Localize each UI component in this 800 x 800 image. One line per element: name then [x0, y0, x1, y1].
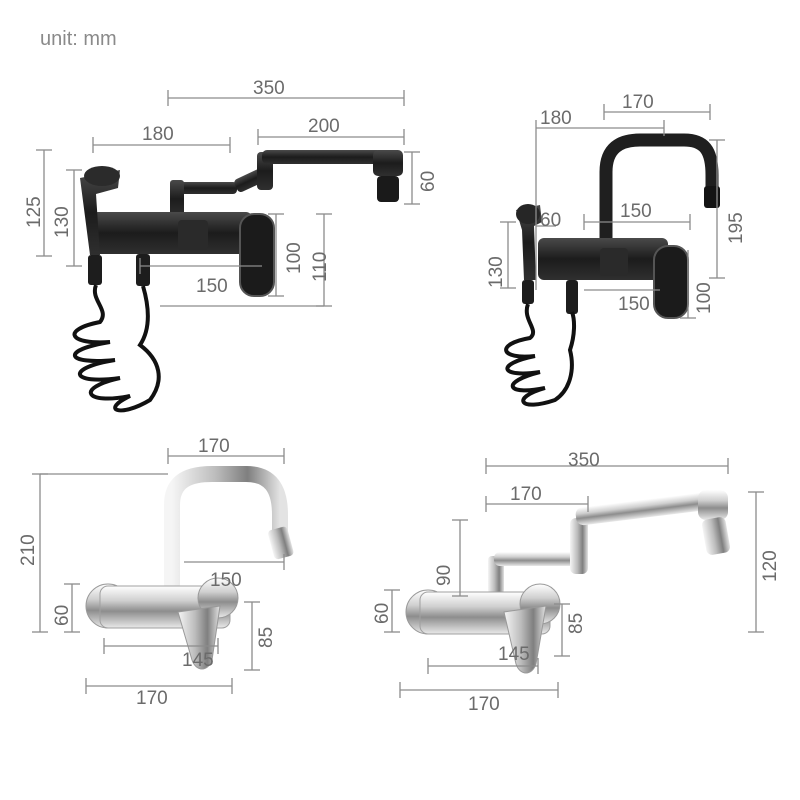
f4-dim-350: 350	[568, 450, 600, 471]
f1-dim-350: 350	[253, 78, 285, 99]
f1-dim-130: 130	[52, 206, 73, 238]
f3-dim-85: 85	[256, 627, 277, 648]
f1-dim-180: 180	[142, 124, 174, 145]
f4-dim-60: 60	[372, 603, 393, 624]
f2-dim-100: 100	[694, 282, 715, 314]
f1-dim-60: 60	[418, 171, 439, 192]
f1-dim-110: 110	[310, 252, 331, 282]
f1-dim-200: 200	[308, 116, 340, 137]
f3-dim-170-bottom: 170	[136, 688, 168, 709]
f4-dim-170-top: 170	[510, 484, 542, 505]
f1-dim-150: 150	[196, 276, 228, 297]
f3-dim-60: 60	[52, 605, 73, 626]
f4-dim-145: 145	[498, 644, 530, 665]
f2-dim-170: 170	[622, 92, 654, 113]
f2-dim-60: 60	[540, 210, 561, 231]
chrome-gooseneck-faucet-illustration	[85, 466, 294, 670]
f2-dim-195: 195	[726, 212, 747, 244]
f2-dim-130: 130	[486, 256, 507, 288]
f2-dim-150-bottom: 150	[618, 294, 650, 315]
f4-dim-90: 90	[434, 565, 455, 586]
f1-dim-125: 125	[24, 196, 45, 228]
f3-dim-210: 210	[18, 534, 39, 566]
dimension-lines	[32, 90, 764, 698]
f3-dim-150: 150	[210, 570, 242, 591]
f3-dim-170-top: 170	[198, 436, 230, 457]
f4-dim-120: 120	[760, 550, 781, 582]
f4-dim-85: 85	[566, 613, 587, 634]
black-gooseneck-faucet-illustration	[504, 133, 720, 407]
chrome-swing-arm-faucet-illustration	[405, 490, 730, 674]
dimension-labels: 350 180 200 60 125 130 100 110 150 170 1…	[18, 78, 781, 715]
black-swing-arm-faucet-illustration	[72, 150, 403, 413]
f1-dim-100: 100	[284, 242, 305, 274]
f4-dim-170-bottom: 170	[468, 694, 500, 715]
unit-label: unit: mm	[40, 28, 117, 50]
f3-dim-145: 145	[182, 650, 214, 671]
f2-dim-180: 180	[540, 108, 572, 129]
f2-dim-150-top: 150	[620, 201, 652, 222]
